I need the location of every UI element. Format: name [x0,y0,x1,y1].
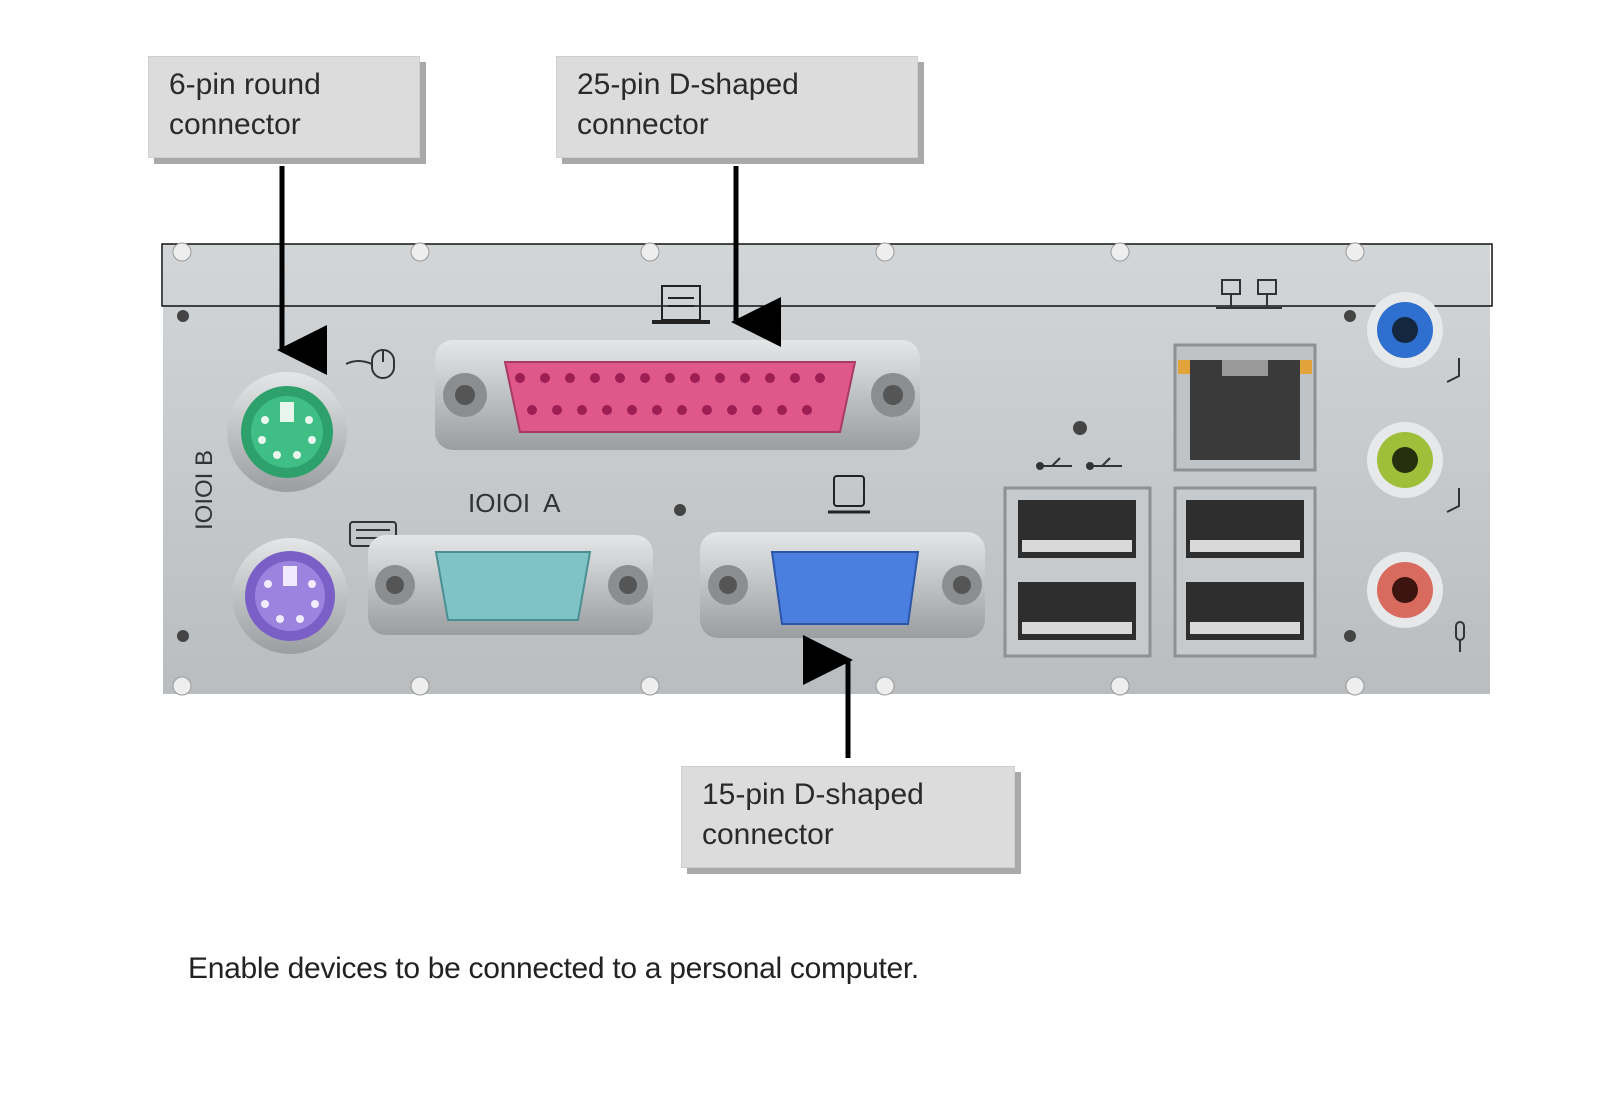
audio-line-out-jack [1367,422,1443,498]
parallel-pin [577,405,587,415]
usb-stack-left [1003,486,1152,658]
serial-label: IOIOI A [468,488,561,518]
ps2-keyboard-port [232,538,348,654]
parallel-pin [777,405,787,415]
callout-line-1: 15-pin D-shaped [702,778,924,811]
parallel-pin [790,373,800,383]
parallel-pin [565,373,575,383]
monitor-icon [828,475,870,514]
caption: Enable devices to be connected to a pers… [188,952,919,985]
usb-stack-right [1173,486,1317,658]
callout-line-1: 6-pin round [169,68,321,101]
callout-15pin-dshaped: 15-pin D-shaped connector [681,766,1015,868]
audio-line-in-jack [1367,292,1443,368]
parallel-pin [690,373,700,383]
parallel-pin [640,373,650,383]
parallel-pin [740,373,750,383]
parallel-pin [590,373,600,383]
parallel-pin [652,405,662,415]
parallel-pin [702,405,712,415]
parallel-pin [665,373,675,383]
parallel-pin [752,405,762,415]
audio-mic-jack [1367,552,1443,628]
parallel-pin [715,373,725,383]
parallel-pin [815,373,825,383]
mouse-icon [345,349,395,379]
parallel-pin [627,405,637,415]
parallel-pin [540,373,550,383]
parallel-pin [765,373,775,383]
callout-line-2: connector [169,108,301,141]
parallel-pin [552,405,562,415]
serial-port [368,535,653,635]
network-port [1173,343,1317,472]
ps2-mouse-port [227,372,347,492]
vga-port [700,532,985,638]
parallel-pin [615,373,625,383]
callout-line-2: connector [702,818,834,851]
callout-line-2: connector [577,108,709,141]
callout-25pin-dshaped: 25-pin D-shaped connector [556,56,918,158]
ps2-side-label: IOIOI B [191,450,218,530]
parallel-pin [515,373,525,383]
callout-6pin-round: 6-pin round connector [148,56,420,158]
headphone-icon [1446,358,1460,513]
printer-icon [652,285,710,324]
parallel-pins [515,373,825,415]
callout-line-1: 25-pin D-shaped [577,68,799,101]
panel-top-strip [161,243,1493,307]
microphone-icon [1455,621,1465,652]
parallel-pin [727,405,737,415]
usb-icon [1036,457,1122,470]
network-icon [1216,279,1282,309]
parallel-port [435,340,920,450]
parallel-pin [527,405,537,415]
parallel-pin [602,405,612,415]
parallel-pin [677,405,687,415]
parallel-pin [802,405,812,415]
